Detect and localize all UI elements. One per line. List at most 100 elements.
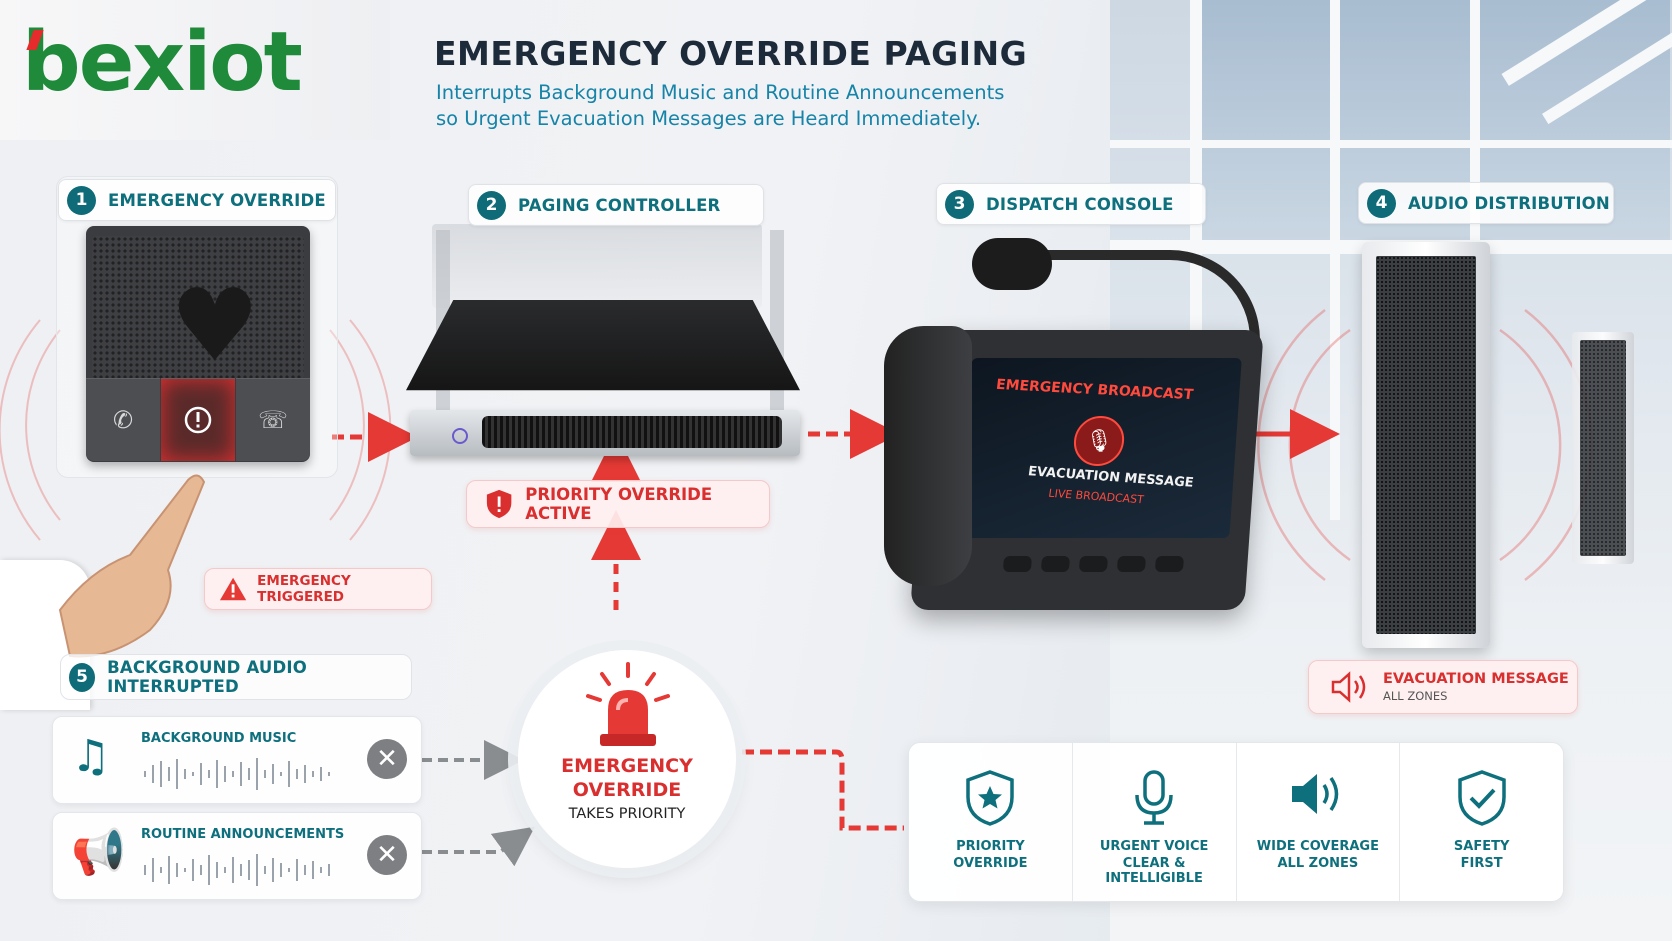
feature-line-1: SAFETY [1453, 839, 1510, 854]
step-number: 2 [477, 190, 506, 220]
emergency-override-badge: EMERGENCY OVERRIDE TAKES PRIORITY [518, 650, 736, 868]
audio-waveform [144, 854, 330, 886]
feature-line-2: FIRST [1460, 856, 1503, 871]
feature-line-2: CLEAR & INTELLIGIBLE [1105, 856, 1203, 886]
evacuation-subtitle: ALL ZONES [1383, 689, 1448, 703]
subtitle-line-2: so Urgent Evacuation Messages are Heard … [436, 107, 982, 130]
step-title: DISPATCH CONSOLE [986, 194, 1174, 214]
step-2-label: 2 PAGING CONTROLLER [468, 184, 764, 226]
speaker-grille [1580, 340, 1626, 556]
siren-icon [586, 662, 670, 746]
flow-arrows [332, 409, 1340, 831]
screen-status: LIVE BROADCAST [1047, 486, 1145, 507]
equipment-rack [432, 224, 762, 308]
priority-override-tag: PRIORITY OVERRIDE ACTIVE [466, 480, 770, 528]
telephone-handset[interactable] [884, 326, 972, 586]
step-title: PAGING CONTROLLER [518, 195, 721, 215]
feature-priority-override: PRIORITY OVERRIDE [909, 743, 1073, 901]
microphone-icon [1135, 770, 1173, 825]
audio-waveform [144, 758, 330, 790]
step-5-label: 5 BACKGROUND AUDIO INTERRUPTED [60, 654, 412, 700]
signal-rings-left [0, 319, 392, 541]
warning-triangle-icon [219, 577, 247, 601]
feature-line-1: URGENT VOICE [1099, 839, 1209, 854]
subtitle-line-1: Interrupts Background Music and Routine … [436, 81, 1005, 104]
feature-line-2: OVERRIDE [953, 856, 1028, 871]
close-icon[interactable]: ✕ [367, 739, 407, 779]
step-number: 4 [1367, 188, 1396, 218]
console-keys [1002, 556, 1184, 572]
feature-wide-coverage: WIDE COVERAGE ALL ZONES [1237, 743, 1401, 901]
close-icon[interactable]: ✕ [367, 835, 407, 875]
console-key[interactable] [1116, 556, 1146, 572]
grey-arrows [422, 740, 535, 867]
speaker-volume-icon [1331, 671, 1366, 703]
emergency-call-station: ♥ ✆ ☏ [86, 226, 310, 462]
tag-text: EMERGENCY TRIGGERED [257, 573, 351, 605]
heart-pattern-icon: ♥ [170, 267, 260, 384]
evacuation-text: EVACUATION MESSAGE ALL ZONES [1383, 671, 1569, 703]
step-title: AUDIO DISTRIBUTION [1408, 193, 1610, 213]
row-label: ROUTINE ANNOUNCEMENTS [141, 827, 345, 842]
rack-post-right [770, 230, 784, 450]
evacuation-title: EVACUATION MESSAGE [1383, 671, 1569, 687]
features-panel: PRIORITY OVERRIDE URGENT VOICE CLEAR & I… [908, 742, 1564, 902]
phone-icon: ✆ [112, 406, 134, 434]
speaker-icon [1291, 774, 1339, 814]
microphone-icon: 🎙 [1072, 416, 1126, 466]
emergency-button[interactable] [161, 378, 235, 461]
power-button-icon[interactable] [452, 428, 468, 444]
step-number: 3 [945, 189, 974, 219]
step-title: BACKGROUND AUDIO INTERRUPTED [107, 658, 307, 696]
feature-line-1: WIDE COVERAGE [1256, 839, 1379, 854]
console-key[interactable] [1040, 556, 1070, 572]
alert-circle-icon [184, 406, 212, 434]
signal-rings-right [1257, 309, 1593, 581]
shield-alert-icon [486, 489, 512, 519]
music-note-icon: ♫ [71, 731, 111, 782]
microphone-gooseneck [1040, 250, 1260, 370]
pointing-hand-icon [58, 474, 206, 658]
screen-title: EMERGENCY BROADCAST [995, 376, 1195, 404]
megaphone-icon: 📢 [71, 827, 126, 878]
badge-line-1: EMERGENCY [561, 755, 693, 777]
step-number: 5 [69, 662, 96, 692]
microphone-foam-icon [972, 238, 1052, 290]
row-label: BACKGROUND MUSIC [141, 731, 297, 746]
feature-safety-first: SAFETY FIRST [1400, 743, 1563, 901]
console-screen: EMERGENCY BROADCAST 🎙 EVACUATION MESSAGE… [959, 358, 1242, 538]
console-key[interactable] [1078, 556, 1108, 572]
background-music-row: ♫ BACKGROUND MUSIC ✕ [52, 716, 422, 804]
hangup-button[interactable]: ☏ [236, 378, 310, 461]
step-3-label: 3 DISPATCH CONSOLE [936, 183, 1206, 225]
page-title: EMERGENCY OVERRIDE PAGING [434, 34, 1028, 73]
feature-urgent-voice: URGENT VOICE CLEAR & INTELLIGIBLE [1073, 743, 1237, 901]
hangup-phone-icon: ☏ [257, 406, 288, 434]
column-speaker [1362, 242, 1490, 648]
console-key[interactable] [1154, 556, 1184, 572]
column-speaker-background [1572, 332, 1634, 564]
console-key[interactable] [1002, 556, 1032, 572]
step-1-label: 1 EMERGENCY OVERRIDE [58, 179, 336, 221]
shield-star-icon [966, 770, 1015, 826]
controller-vent [482, 416, 782, 448]
logo-band [0, 0, 390, 140]
evacuation-message-tag: EVACUATION MESSAGE ALL ZONES [1308, 660, 1578, 714]
speaker-grille [1376, 256, 1476, 634]
badge-title: EMERGENCY OVERRIDE [518, 754, 736, 802]
step-number: 1 [67, 185, 96, 215]
page-subtitle: Interrupts Background Music and Routine … [436, 80, 1056, 132]
step-4-label: 4 AUDIO DISTRIBUTION [1358, 182, 1614, 224]
routine-announcements-row: 📢 ROUTINE ANNOUNCEMENTS ✕ [52, 812, 422, 900]
badge-line-2: OVERRIDE [572, 779, 682, 801]
feature-line-2: ALL ZONES [1277, 856, 1359, 871]
paging-controller-front [410, 410, 800, 456]
shield-check-icon [1457, 770, 1506, 826]
tag-text: PRIORITY OVERRIDE ACTIVE [525, 485, 713, 523]
call-button[interactable]: ✆ [86, 378, 160, 461]
step-title: EMERGENCY OVERRIDE [108, 190, 326, 210]
brand-logo: bexiot [22, 15, 303, 110]
feature-line-1: PRIORITY [956, 839, 1025, 854]
badge-subtitle: TAKES PRIORITY [568, 806, 686, 822]
